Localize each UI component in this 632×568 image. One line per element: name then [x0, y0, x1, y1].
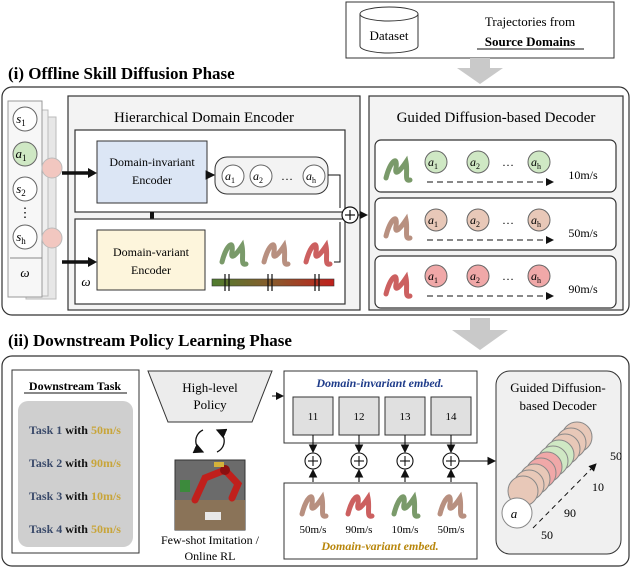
svg-text:50: 50: [610, 449, 622, 463]
coin-stack: [501, 421, 593, 529]
robot-caption-line1: Few-shot Imitation /: [161, 533, 260, 547]
policy-line2: Policy: [193, 397, 227, 412]
decoder-speed-90: 90m/s: [568, 282, 598, 296]
variant-embed-title: Domain-variant embed.: [320, 539, 438, 553]
trajectories-label: Trajectories from: [485, 14, 575, 29]
high-level-policy: [147, 370, 273, 423]
speed-gradient-bar: [211, 278, 335, 287]
phase2-decoder-line2: based Decoder: [520, 398, 598, 413]
decoder-speed-10: 10m/s: [568, 168, 598, 182]
svg-text:a1: a1: [428, 155, 438, 171]
decoder-title: Guided Diffusion-based Decoder: [397, 110, 596, 126]
svg-text:90m/s: 90m/s: [346, 524, 373, 536]
source-domains-label: Source Domains: [485, 34, 575, 49]
invariant-encoder-line2: Encoder: [132, 173, 172, 187]
svg-text:a1: a1: [16, 146, 27, 163]
decoder-row-90: [374, 255, 617, 309]
svg-text:a2: a2: [470, 155, 480, 171]
svg-text:12: 12: [354, 411, 365, 423]
svg-text:ah: ah: [531, 213, 541, 229]
svg-text:10: 10: [592, 480, 604, 494]
omega-input-label: ω: [81, 274, 90, 289]
robot-caption-line2: Online RL: [185, 549, 236, 563]
svg-text:a2: a2: [470, 213, 480, 229]
svg-text:sh: sh: [16, 229, 26, 246]
dataset-panel: Dataset Trajectories from Source Domains: [345, 1, 615, 59]
stack-token: a: [511, 506, 518, 521]
variant-embed-strokes: [299, 491, 467, 519]
task-item-4: Task 4 with 50m/s: [29, 522, 121, 536]
svg-text:…: …: [281, 169, 293, 183]
task-list-bg: [18, 401, 133, 547]
svg-text:a1: a1: [428, 213, 438, 229]
decoder-speed-50: 50m/s: [568, 226, 598, 240]
phase2-decoder-line1: Guided Diffusion-: [510, 380, 605, 395]
robot-scene-image: [174, 459, 246, 531]
svg-text:a2: a2: [470, 269, 480, 285]
svg-text:11: 11: [308, 411, 319, 423]
svg-text:a1: a1: [428, 269, 438, 285]
svg-text:13: 13: [400, 411, 412, 423]
svg-text:…: …: [502, 269, 514, 283]
downstream-task-header: Downstream Task: [29, 379, 121, 393]
domain-variant-encoder: [96, 229, 206, 291]
invariant-embed-boxes: 11 12 13 14: [292, 396, 472, 436]
svg-text:50m/s: 50m/s: [300, 524, 327, 536]
domain-invariant-encoder: [96, 140, 208, 204]
task-item-1: Task 1 with 50m/s: [29, 423, 121, 437]
svg-text:ah: ah: [531, 269, 541, 285]
task-item-3: Task 3 with 10m/s: [29, 489, 121, 503]
database-icon: [359, 6, 419, 54]
plus-node: [341, 206, 359, 224]
svg-text:⋮: ⋮: [19, 205, 32, 220]
variant-embed-speeds: 50m/s 90m/s 10m/s 50m/s: [300, 524, 465, 536]
cycle-arrows-icon: [192, 428, 228, 454]
stack-speed-labels: 50 10 90 50: [541, 449, 622, 542]
svg-text:50m/s: 50m/s: [438, 524, 465, 536]
decoder-row-50: [374, 197, 617, 251]
svg-text:s1: s1: [16, 111, 26, 128]
svg-text:10m/s: 10m/s: [392, 524, 419, 536]
svg-text:ah: ah: [531, 155, 541, 171]
variant-encoder-line2: Encoder: [131, 263, 171, 277]
task-list: Task 1 with 50m/s Task 2 with 90m/s Task…: [29, 423, 121, 536]
svg-text:s2: s2: [16, 181, 26, 198]
dataset-label: Dataset: [370, 28, 409, 43]
phase1-title: (i) Offline Skill Diffusion Phase: [8, 64, 235, 83]
svg-text:a1: a1: [225, 169, 235, 185]
invariant-embed-title: Domain-invariant embed.: [315, 376, 443, 390]
svg-text:50: 50: [541, 528, 553, 542]
svg-text:14: 14: [446, 411, 458, 423]
svg-text:…: …: [502, 213, 514, 227]
variant-embedding-strokes: [219, 239, 333, 267]
state-stack: [7, 100, 63, 300]
phase-transition-arrow: [452, 318, 508, 350]
decoder-row-tokens: a1 a2 … ah a1 a2 … ah a1 a2 … ah: [428, 155, 541, 285]
svg-text:…: …: [502, 155, 514, 169]
svg-text:a2: a2: [253, 169, 263, 185]
dataset-down-arrow: [457, 58, 503, 84]
phase2-title: (ii) Downstream Policy Learning Phase: [8, 331, 292, 350]
invariant-encoder-line1: Domain-invariant: [109, 155, 195, 169]
encoder-title: Hierarchical Domain Encoder: [114, 110, 294, 126]
state-labels: s1 a1 s2 ⋮ sh ω: [16, 111, 32, 280]
svg-text:90: 90: [564, 506, 576, 520]
policy-line1: High-level: [182, 380, 238, 395]
variant-encoder-line1: Domain-variant: [113, 245, 190, 259]
stack-direction-arrow: [532, 463, 597, 529]
task-item-2: Task 2 with 90m/s: [29, 456, 121, 470]
plus-row: [304, 435, 497, 482]
svg-text:ah: ah: [306, 169, 316, 185]
speed-bar-ticks: [224, 274, 320, 291]
decoder-row-10: [374, 139, 617, 193]
action-chain-tokens: a1 a2 … ah: [221, 164, 326, 188]
variant-embed-panel: [283, 482, 478, 560]
omega-stack-label: ω: [20, 265, 29, 280]
